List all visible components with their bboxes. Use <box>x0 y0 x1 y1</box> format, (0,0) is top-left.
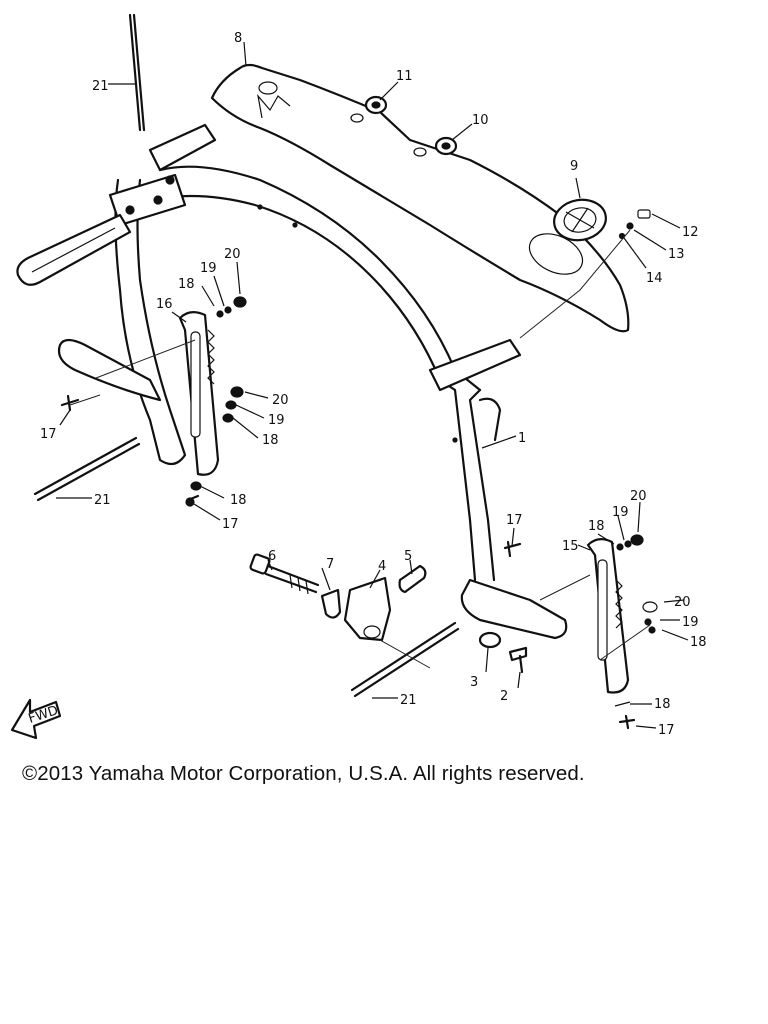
part-bolt-lower-left <box>185 481 202 507</box>
part-bolt-2 <box>508 646 528 674</box>
callout-13: 13 <box>668 247 685 262</box>
callout-18-lower-right: 18 <box>690 635 707 650</box>
part-disc <box>553 198 607 242</box>
callout-20-upper-left: 20 <box>224 247 241 262</box>
part-nut-stack-right <box>503 534 644 558</box>
callout-15: 15 <box>562 539 579 554</box>
part-nut-stack-mid-left <box>222 386 244 423</box>
fwd-arrow-icon: FWD <box>10 698 62 740</box>
callout-14: 14 <box>646 271 663 286</box>
callout-18-lower-left: 18 <box>230 493 247 508</box>
part-rod-vertical <box>128 13 146 132</box>
callout-6: 6 <box>268 549 276 564</box>
alignment-lines <box>69 229 651 669</box>
callout-19-mid-left: 19 <box>268 413 285 428</box>
part-nut-stack-upper-left <box>216 296 247 318</box>
part-upper-linkage <box>16 123 217 286</box>
callout-10: 10 <box>472 113 489 128</box>
callout-11: 11 <box>396 69 413 84</box>
callout-5: 5 <box>404 549 412 564</box>
callout-8: 8 <box>234 31 242 46</box>
part-pin-5 <box>398 564 427 594</box>
part-clip-7 <box>320 588 342 619</box>
part-plate <box>210 63 630 333</box>
part-washer-3 <box>478 631 502 649</box>
callout-20-mid-left: 20 <box>272 393 289 408</box>
part-bolt-6 <box>249 553 320 595</box>
callout-17-left: 17 <box>40 427 57 442</box>
part-grommet-11 <box>364 95 388 115</box>
part-nut-stack-lower-right <box>614 601 658 730</box>
callout-18-mid-left: 18 <box>262 433 279 448</box>
callout-21-left: 21 <box>94 493 111 508</box>
callout-9: 9 <box>570 159 578 174</box>
callout-2: 2 <box>500 689 508 704</box>
part-left-slotted-arm <box>178 311 220 476</box>
callout-17-lower-left: 17 <box>222 517 239 532</box>
callout-17-center: 17 <box>506 513 523 528</box>
part-rod-bottom <box>350 621 460 698</box>
part-right-slotted-arm <box>586 538 630 694</box>
part-left-post <box>57 178 187 466</box>
parts-diagram: FWD 1 2 3 4 5 6 7 8 9 10 11 12 13 14 15 … <box>10 13 707 740</box>
callout-17-lower-right: 17 <box>658 723 675 738</box>
callout-21-bottom: 21 <box>400 693 417 708</box>
part-bolt-17-left <box>60 394 80 412</box>
callout-19-right: 19 <box>612 505 629 520</box>
callout-7: 7 <box>326 557 334 572</box>
callout-3: 3 <box>470 675 478 690</box>
part-grommet-10 <box>434 136 458 156</box>
part-rod-left <box>33 436 141 502</box>
leader-lines <box>56 41 689 729</box>
callout-19-upper-left: 19 <box>200 261 217 276</box>
callout-19-lower-right: 19 <box>682 615 699 630</box>
callout-18-right: 18 <box>588 519 605 534</box>
callout-16: 16 <box>156 297 173 312</box>
callout-20-right: 20 <box>630 489 647 504</box>
part-main-frame <box>148 165 568 640</box>
part-bracket-4 <box>343 576 392 642</box>
callout-4: 4 <box>378 559 386 574</box>
callout-20-lower-right: 20 <box>674 595 691 610</box>
copyright-notice: ©2013 Yamaha Motor Corporation, U.S.A. A… <box>22 762 585 785</box>
callout-18-bottom-right: 18 <box>654 697 671 712</box>
callout-21-top: 21 <box>92 79 109 94</box>
callout-labels: 1 2 3 4 5 6 7 8 9 10 11 12 13 14 15 16 1… <box>40 31 707 738</box>
callout-18-upper-left: 18 <box>178 277 195 292</box>
part-hardware-12-14 <box>618 209 651 240</box>
callout-12: 12 <box>682 225 699 240</box>
callout-1: 1 <box>518 431 526 446</box>
